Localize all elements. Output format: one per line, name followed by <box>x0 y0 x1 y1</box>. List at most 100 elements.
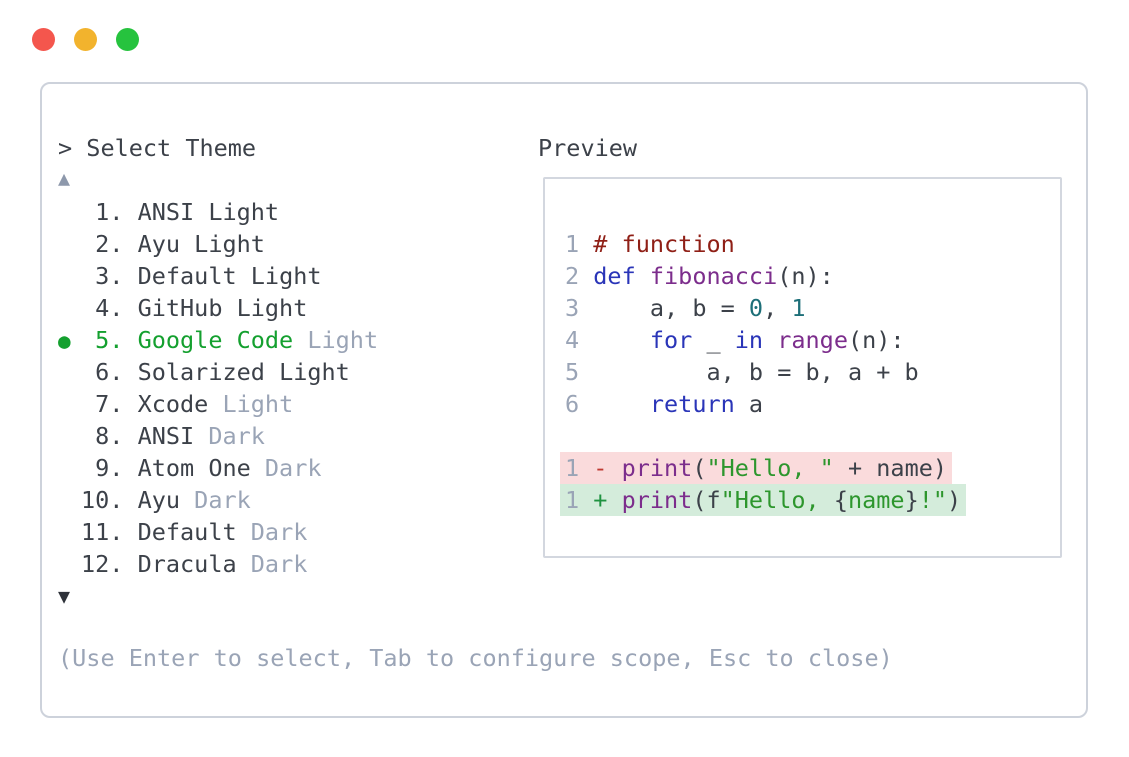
code-token-pl: (f <box>692 486 721 514</box>
code-token-str: "Hello, <box>720 486 834 514</box>
selected-bullet <box>58 485 81 517</box>
line-number: 5 <box>565 358 580 386</box>
theme-item-xcode-light[interactable]: 7.Xcode Light <box>58 388 378 420</box>
theme-item-default-dark[interactable]: 11.Default Dark <box>58 516 378 548</box>
theme-item-number: 1. <box>95 198 124 226</box>
theme-item-number: 12. <box>81 550 124 578</box>
theme-item-number: 11. <box>81 518 124 546</box>
zoom-button[interactable] <box>116 28 139 51</box>
code-token-str: name <box>847 486 905 514</box>
line-number: 4 <box>565 326 580 354</box>
theme-item-number: 7. <box>95 390 124 418</box>
theme-item-default-light[interactable]: 3.Default Light <box>58 260 378 292</box>
scroll-down-icon[interactable]: ▼ <box>58 584 71 608</box>
traffic-lights <box>32 28 139 51</box>
footer-hint: (Use Enter to select, Tab to configure s… <box>58 644 893 672</box>
code-token-pl: , <box>763 294 792 322</box>
theme-list: 1. ANSI Light 2. Ayu Light 3. Default Light… <box>58 196 378 580</box>
selected-bullet <box>58 517 81 549</box>
selected-bullet <box>58 453 81 485</box>
theme-variant: Light <box>222 294 308 322</box>
code-token-kw: def <box>593 262 636 290</box>
theme-item-ansi-light[interactable]: 1. ANSI Light <box>58 196 378 228</box>
theme-item-number: 10. <box>81 486 124 514</box>
theme-item-number: 6. <box>95 358 124 386</box>
theme-variant: Light <box>208 390 294 418</box>
theme-variant: Dark <box>236 518 308 546</box>
scroll-up-icon[interactable]: ▲ <box>58 166 71 190</box>
theme-item-ayu-dark[interactable]: 10. Ayu Dark <box>58 484 378 516</box>
theme-item-ansi-dark[interactable]: 8.ANSI Dark <box>58 420 378 452</box>
selected-bullet <box>58 421 81 453</box>
selected-bullet <box>58 357 81 389</box>
theme-item-number: 8. <box>95 422 124 450</box>
selected-bullet <box>58 389 81 421</box>
code-token-fn: print <box>621 454 693 482</box>
code-token-pl: a <box>734 390 764 418</box>
code-token-pl: (n): <box>847 326 905 354</box>
code-token-kw: return <box>649 390 735 418</box>
code-line: 4 for _ in range(n): <box>565 324 1060 356</box>
line-number: 1 <box>565 230 580 258</box>
theme-variant: Dark <box>180 486 251 514</box>
code-token-str: "Hello, " <box>706 454 834 482</box>
code-token-pl: a, b = b, a + b <box>593 358 919 386</box>
diff-line-removed: 1- print("Hello, " + name) <box>560 452 1060 484</box>
theme-item-github-light[interactable]: 4. GitHub Light <box>58 292 378 324</box>
code-token-pl: (n): <box>777 262 834 290</box>
diff-highlight-removed: 1- print("Hello, " + name) <box>560 452 953 484</box>
theme-name: Solarized <box>137 358 265 386</box>
code-token-pl: ) <box>947 486 962 514</box>
theme-name: GitHub <box>137 294 223 322</box>
theme-name: ANSI <box>137 198 195 226</box>
theme-variant: Dark <box>250 454 322 482</box>
code-token-com: # function <box>593 230 735 258</box>
code-line: 1 # function <box>565 228 1060 260</box>
theme-item-atom-one-dark[interactable]: 9.Atom One Dark <box>58 452 378 484</box>
code-token-pl <box>593 326 650 354</box>
theme-item-ayu-light[interactable]: 2.Ayu Light <box>58 228 378 260</box>
code-token-pl <box>593 390 650 418</box>
code-token-str: !" <box>918 486 948 514</box>
theme-item-number: 4. <box>95 294 124 322</box>
line-number: 1 <box>565 486 580 514</box>
theme-name: Ayu <box>137 230 181 258</box>
code-token-pl: ( <box>692 454 707 482</box>
theme-name: ANSI <box>137 422 195 450</box>
theme-item-number: 9. <box>95 454 124 482</box>
theme-name: Dracula <box>137 550 237 578</box>
selected-bullet <box>58 197 81 229</box>
theme-variant: Light <box>194 198 280 226</box>
code-token-pl <box>636 262 650 290</box>
code-token-pl <box>763 326 777 354</box>
code-token-fn: range <box>777 326 848 354</box>
code-line: 5 a, b = b, a + b <box>565 356 1060 388</box>
code-token-plus: + <box>593 486 622 514</box>
theme-item-dracula-dark[interactable]: 12. Dracula Dark <box>58 548 378 580</box>
theme-item-google-code-light[interactable]: ●5.Google Code Light <box>58 324 378 356</box>
theme-variant: Dark <box>236 550 308 578</box>
theme-item-number: 2. <box>95 230 124 258</box>
line-number: 1 <box>565 454 580 482</box>
close-button[interactable] <box>32 28 55 51</box>
code-token-kw: in <box>734 326 764 354</box>
code-token-pl: } <box>904 486 919 514</box>
selected-bullet <box>58 261 81 293</box>
theme-name: Ayu <box>137 486 181 514</box>
diff-line-added: 1+ print(f"Hello, {name}!") <box>560 484 1060 516</box>
theme-variant: Light <box>264 358 350 386</box>
theme-picker-dialog: > Select Theme Preview ▲ 1.ANSI Light 2.… <box>40 82 1088 718</box>
selected-bullet <box>58 293 81 325</box>
theme-name: Google Code <box>137 326 294 354</box>
theme-name: Default <box>137 262 237 290</box>
selected-bullet <box>58 549 81 581</box>
theme-item-solarized-light[interactable]: 6. Solarized Light <box>58 356 378 388</box>
code-token-lit: 0 <box>748 294 764 322</box>
theme-item-number: 3. <box>95 262 124 290</box>
minimize-button[interactable] <box>74 28 97 51</box>
code-line: 3 a, b = 0, 1 <box>565 292 1060 324</box>
line-number: 2 <box>565 262 580 290</box>
